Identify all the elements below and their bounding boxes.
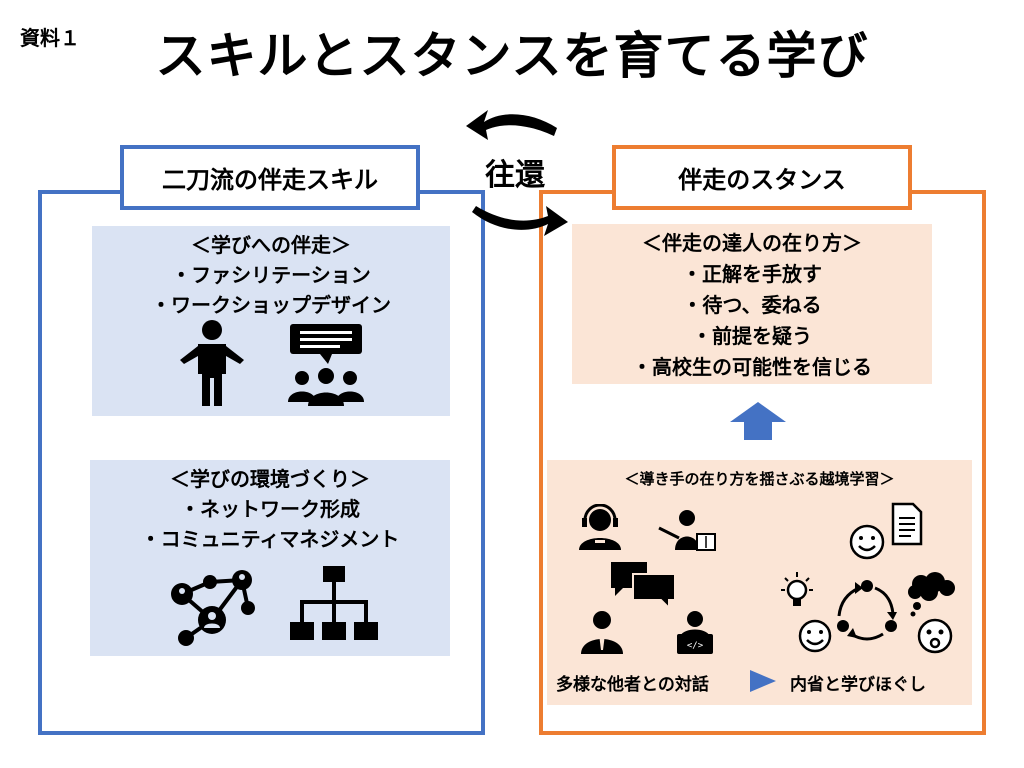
master-stance-item: ・待つ、委ねる [682, 293, 822, 317]
headset-person-icon [579, 504, 621, 550]
chat-bubbles-icon [611, 562, 676, 610]
master-stance-box: ＜伴走の達人の在り方＞ ・正解を手放す ・待つ、委ねる ・前提を疑う ・高校生の… [572, 224, 932, 384]
presenter-icon [180, 320, 244, 406]
environment-item: ・コミュニティマネジメント [140, 527, 400, 551]
left-heading-text: 二刀流の伴走スキル [162, 166, 378, 194]
reflection-caption: 内省と学びほぐし [790, 675, 926, 695]
learning-support-title: ＜学びへの伴走＞ [191, 233, 351, 257]
learning-support-item: ・ファシリテーション [171, 263, 371, 287]
main-title: スキルとスタンスを育てる学び [155, 27, 869, 85]
right-heading-text: 伴走のスタンス [678, 166, 846, 194]
cross-boundary-title: ＜導き手の在り方を揺さぶる越境学習＞ [624, 470, 895, 488]
left-heading: 二刀流の伴走スキル [120, 145, 420, 210]
document-icon [849, 502, 923, 560]
master-stance-item: ・高校生の可能性を信じる [632, 355, 872, 379]
up-arrow-icon [730, 402, 786, 440]
environment-title: ＜学びの環境づくり＞ [170, 467, 370, 491]
environment-item: ・ネットワーク形成 [180, 497, 360, 521]
teacher-icon [658, 510, 716, 551]
right-heading: 伴走のスタンス [612, 145, 912, 210]
lightbulb-icon [781, 572, 813, 606]
learning-support-item: ・ワークショップデザイン [151, 293, 391, 317]
svg-text:</>: </> [687, 641, 704, 651]
dialogue-caption: 多様な他者との対話 [556, 675, 709, 695]
coder-icon: </> [677, 611, 713, 654]
businessman-icon [581, 611, 623, 654]
org-chart-icon [290, 566, 378, 640]
master-stance-item: ・前提を疑う [692, 324, 812, 348]
thought-cloud-icon [908, 572, 955, 654]
learning-support-box: ＜学びへの伴走＞ ・ファシリテーション ・ワークショップデザイン [92, 226, 450, 416]
smiley-icon [798, 619, 832, 653]
network-icon [171, 570, 255, 646]
document-label: 資料１ [20, 26, 80, 50]
audience-icon [288, 324, 364, 406]
round-trip-label: 往還 [485, 158, 545, 193]
cross-boundary-box: ＜導き手の在り方を揺さぶる越境学習＞ </> [547, 460, 972, 705]
cycle-arrows-icon [837, 580, 897, 641]
cycle-arrows-icon [466, 110, 568, 236]
environment-box: ＜学びの環境づくり＞ ・ネットワーク形成 ・コミュニティマネジメント [90, 460, 450, 656]
play-arrow-icon [750, 670, 776, 692]
master-stance-item: ・正解を手放す [682, 262, 822, 286]
master-stance-title: ＜伴走の達人の在り方＞ [642, 231, 862, 255]
